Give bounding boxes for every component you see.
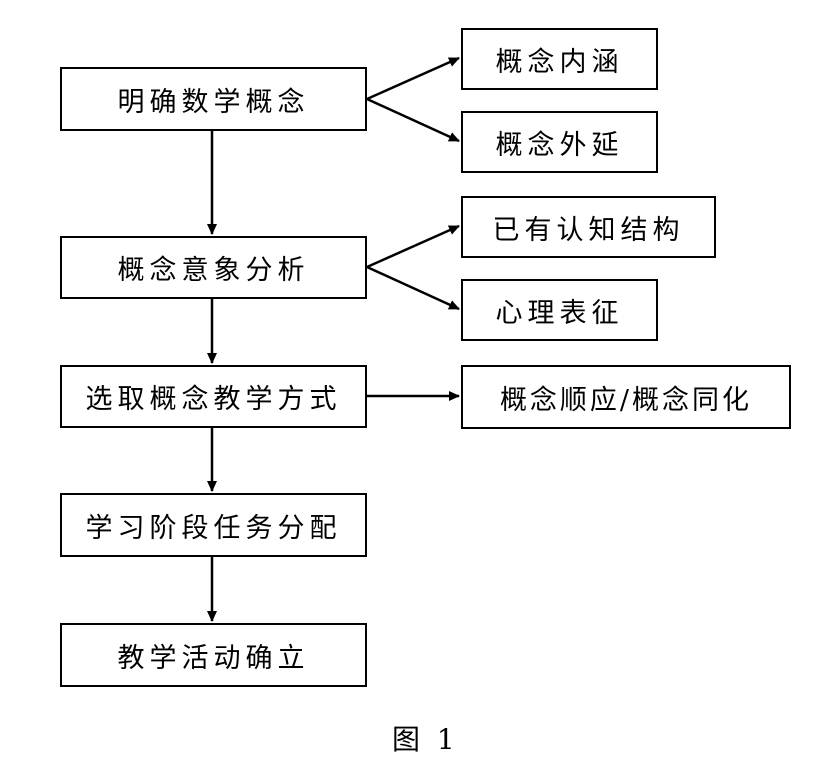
figure-caption: 图 1 bbox=[392, 723, 459, 756]
arrow-step2-to-renzhi bbox=[366, 224, 460, 269]
node-mental-representation: 心理表征 bbox=[461, 279, 658, 341]
arrow-step1-to-neihan bbox=[366, 56, 460, 101]
step-assign-learning-tasks: 学习阶段任务分配 bbox=[60, 493, 367, 557]
arrow-step1-to-waiyan bbox=[366, 97, 460, 143]
node-concept-extension: 概念外延 bbox=[461, 111, 658, 173]
node-cognitive-structure: 已有认知结构 bbox=[461, 196, 716, 258]
node-accommodation-assimilation: 概念顺应/概念同化 bbox=[461, 365, 791, 429]
arrow-step2-to-biaozheng bbox=[366, 265, 460, 311]
node-concept-intension: 概念内涵 bbox=[461, 28, 658, 90]
step-choose-teaching-method: 选取概念教学方式 bbox=[60, 365, 367, 428]
step-concept-image-analysis: 概念意象分析 bbox=[60, 236, 367, 299]
step-clarify-concept: 明确数学概念 bbox=[60, 67, 367, 131]
step-establish-activities: 教学活动确立 bbox=[60, 623, 367, 687]
